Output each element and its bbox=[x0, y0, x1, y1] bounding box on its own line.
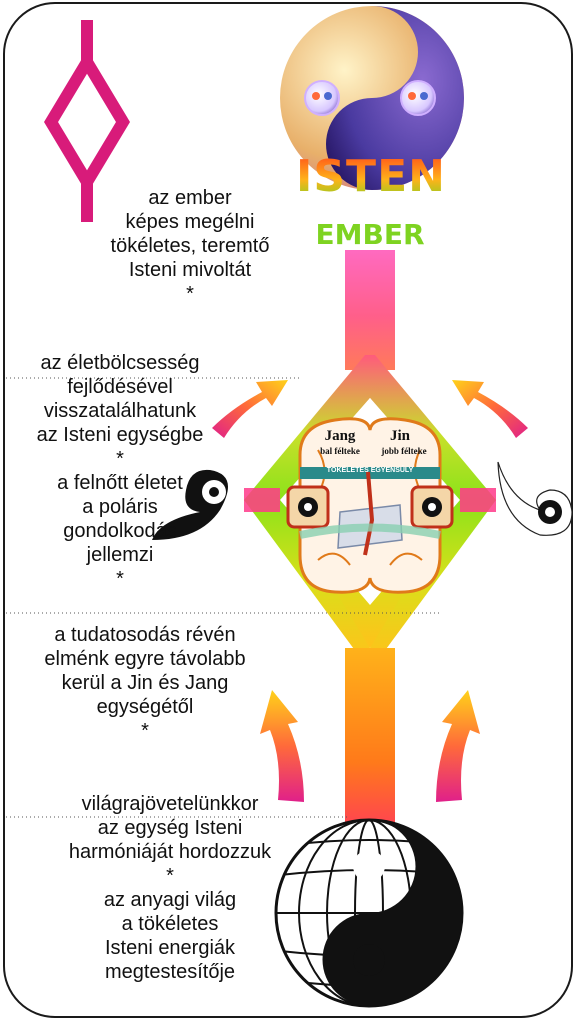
text-line: az anyagi világ bbox=[103, 889, 237, 911]
text-line: az életbölcsesség bbox=[40, 352, 200, 374]
text-line: Isteni energiák bbox=[104, 937, 236, 959]
arrow-icon bbox=[452, 380, 528, 438]
text-block-4: világrajövetelünkkor az egység Isteni ha… bbox=[50, 792, 290, 984]
globe-yin-yang bbox=[274, 818, 464, 1008]
text-line: * bbox=[166, 865, 174, 887]
text-line: visszatalálhatunk bbox=[43, 400, 197, 422]
text-line: az egység Isteni bbox=[97, 817, 243, 839]
yin-yang-left bbox=[152, 469, 228, 540]
text-line: az ember bbox=[148, 187, 232, 209]
text-line: a felnőtt életet bbox=[57, 472, 183, 494]
brain-right-sub: jobb félteke bbox=[381, 446, 427, 456]
text-line: tökéletes, teremtő bbox=[110, 235, 270, 257]
top-stem bbox=[345, 250, 395, 370]
arrow-icon bbox=[436, 690, 480, 802]
text-line: elménk egyre távolabb bbox=[44, 648, 246, 670]
brain-left-label: Jang bbox=[324, 428, 356, 444]
brain-icon bbox=[286, 417, 454, 594]
text-line: az Isteni egységbe bbox=[36, 424, 204, 446]
title-isten: ISTEN bbox=[296, 151, 446, 202]
text-line: * bbox=[141, 720, 149, 742]
text-block-3: a tudatosodás révén elménk egyre távolab… bbox=[20, 623, 270, 743]
text-line: megtestesítője bbox=[104, 961, 236, 983]
text-line: a poláris bbox=[82, 496, 158, 518]
text-line: képes megélni bbox=[125, 211, 255, 233]
arrow-icon bbox=[260, 690, 304, 802]
text-line: a tudatosodás révén bbox=[54, 624, 236, 646]
text-line: világrajövetelünkkor bbox=[81, 793, 259, 815]
text-block-2: az életbölcsesség fejlődésével visszatal… bbox=[0, 351, 240, 591]
brain-band-label: TÖKÉLETES EGYENSÚLY bbox=[326, 467, 414, 474]
text-block-1: az ember képes megélni tökéletes, teremt… bbox=[90, 186, 290, 306]
text-line: * bbox=[116, 568, 124, 590]
yin-yang-sphere bbox=[280, 6, 464, 190]
bottom-stem bbox=[345, 648, 395, 838]
text-line: gondolkodás bbox=[63, 520, 177, 542]
title-ember: EMBER bbox=[315, 218, 425, 251]
yin-yang-right bbox=[497, 461, 573, 536]
text-line: jellemzi bbox=[86, 544, 154, 566]
text-line: harmóniáját hordozzuk bbox=[68, 841, 272, 863]
text-line: fejlődésével bbox=[67, 376, 173, 398]
text-line: * bbox=[186, 283, 194, 305]
text-line: a tökéletes bbox=[121, 913, 219, 935]
text-line: * bbox=[116, 448, 124, 470]
rune-symbol bbox=[44, 20, 130, 222]
brain-right-label: Jin bbox=[389, 428, 410, 444]
brain-left-sub: bal félteke bbox=[320, 446, 360, 456]
text-line: egységétől bbox=[96, 696, 194, 718]
text-line: kerül a Jin és Jang bbox=[61, 672, 229, 694]
text-line: Isteni mivoltát bbox=[128, 259, 252, 281]
arrow-icon bbox=[212, 380, 288, 438]
